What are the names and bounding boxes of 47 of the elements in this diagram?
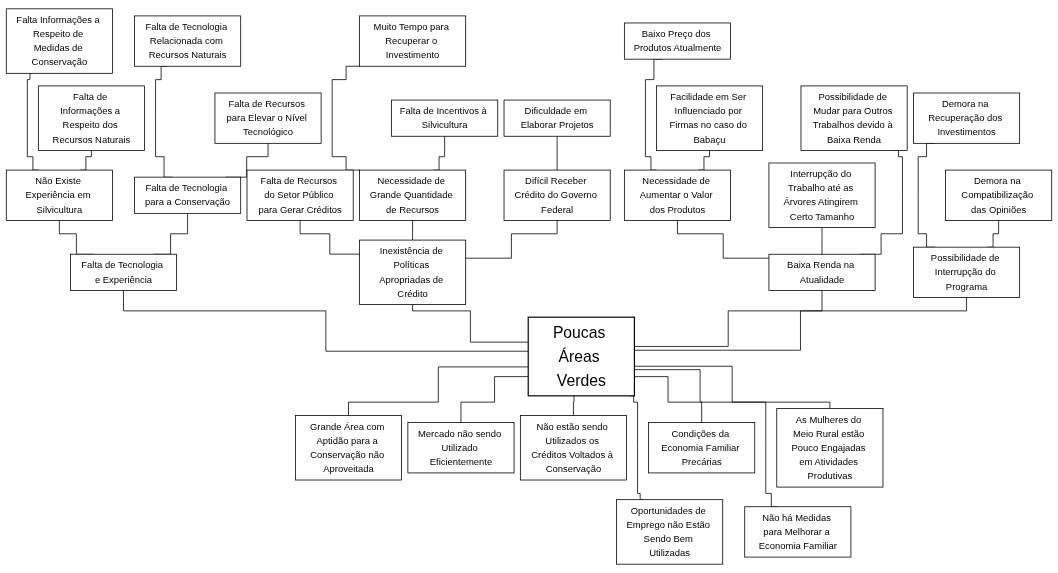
connector (634, 290, 823, 347)
node-box: Oportunidades de Emprego não Estão Sendo Bem Utilizadas (616, 499, 724, 565)
node-box: Necessidade de Grande Quantidade de Recursos (359, 169, 467, 221)
connector (331, 65, 361, 171)
node-box: Mercado não sendo Utilizado Eficientemente (407, 422, 515, 474)
connector (556, 135, 558, 171)
node-box: Não há Medidas para Melhorar a Economia Familiar (744, 506, 852, 558)
node-box: Falta de Tecnologia para a Conservação (134, 176, 242, 214)
node-box: Possibilidade de Mudar para Outros Trabalhos devido à Baixa Renda (800, 85, 908, 151)
node-box: Falta de Informações a Respeito dos Recursos Naturais (37, 85, 145, 151)
connector (465, 220, 558, 259)
node-box: Demora na Recuperação dos Investimentos (913, 92, 1021, 144)
node-box: Falta de Recursos para Elevar o Nível Tecnológico (214, 92, 322, 144)
node-box: Falta de Tecnologia Relacionada com Recursos Naturais (134, 15, 242, 67)
connector (412, 220, 413, 241)
connector (634, 297, 967, 351)
node-box: Não estão sendo Utilizados os Créditos Voltados à Conservação (519, 415, 627, 481)
node-box: Demora na Compatibilização das Opiniões (945, 169, 1053, 221)
node-box: Condições da Economia Familiar Precárias (648, 422, 756, 474)
connector (634, 365, 831, 409)
node-box: Falta de Recursos do Setor Público para Gerar Créditos (246, 169, 354, 221)
node-box: Possibilidade de Interrupção do Programa (913, 246, 1021, 298)
connector (821, 227, 823, 255)
node-box: Falta Informações a Respeito de Medidas de Conservação (5, 8, 113, 74)
connector (412, 304, 529, 343)
node-box: Difícil Receber Crédito do Governo Federal (503, 169, 611, 221)
node-box: Inexistência de Políticas Apropriadas de Crédito (359, 239, 467, 305)
node-box: Não Existe Experiência em Silvicultura (5, 169, 113, 221)
node-box: Facilidade em Ser Influenciado por Firmas no caso do Babaçu (656, 85, 764, 151)
node-box: Falta de Tecnologia e Experiência (70, 253, 177, 291)
node-box: Falta de Incentivos à Silvicultura (391, 99, 499, 137)
connector (573, 395, 575, 416)
node-box: As Mulheres do Meio Rural estão Pouco Engajadas em Atividades Produtivas (776, 408, 884, 488)
node-box: Baixo Preço dos Produtos Atualmente (624, 22, 731, 60)
node-box: Baixa Renda na Atualidade (768, 253, 876, 291)
connector (677, 220, 770, 259)
connector (634, 376, 703, 423)
node-box: Dificuldade em Elaborar Projetos (503, 99, 611, 137)
connector (460, 376, 529, 423)
connector (123, 290, 529, 352)
connector (348, 366, 529, 416)
node-box: Necessidade de Aumentar o Valor dos Produtos (624, 169, 731, 221)
node-box: Interrupção do Trabalho até as Árvores Atingirem Certo Tamanho (768, 162, 876, 228)
connector (299, 220, 360, 255)
node-box: Grande Área com Aptidão para a Conservação não Aproveitada (294, 415, 402, 481)
node-box: Muito Tempo para Recuperar o Investimento (359, 15, 467, 67)
node-box: Poucas Áreas Verdes (527, 316, 635, 397)
